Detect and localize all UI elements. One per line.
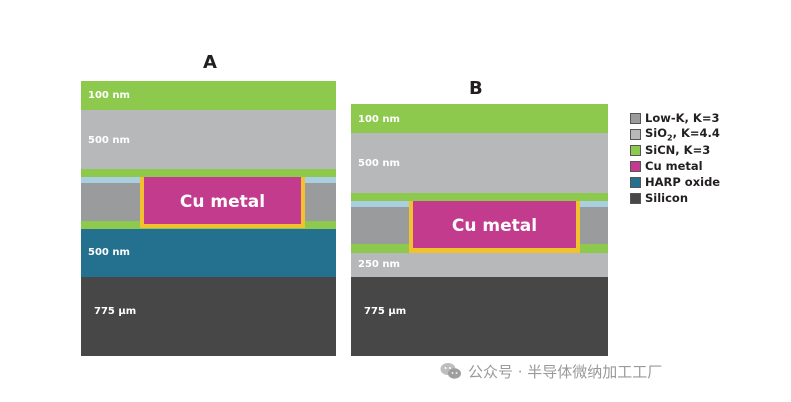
panel-b-stack: Cu metal 100 nm 500 nm 250 nm 775 µm [351, 104, 608, 356]
panel-b-silicon-thickness: 775 µm [364, 306, 407, 317]
panel-a-sio2 [81, 110, 336, 169]
legend-swatch-harp-oxide [630, 176, 641, 188]
legend-label-sicn: SiCN, K=3 [645, 143, 711, 157]
legend-item-sicn: SiCN, K=3 [630, 143, 710, 157]
panel-a-harp-thickness: 500 nm [88, 247, 130, 258]
legend-swatch-sio2 [630, 128, 641, 140]
panel-b-mid-sicn [351, 193, 608, 201]
panel-a-cu-metal [144, 177, 301, 224]
wechat-icon [440, 362, 462, 380]
legend-swatch-sicn [630, 144, 641, 156]
panel-a-silicon-thickness: 775 µm [94, 306, 137, 317]
legend-label-harp-oxide: HARP oxide [645, 175, 721, 189]
panel-b-top-thickness: 100 nm [358, 114, 400, 125]
legend-item-low-k: Low-K, K=3 [630, 111, 719, 125]
panel-b-bottom-sio2 [351, 253, 608, 277]
panel-b-oxide-thickness: 500 nm [358, 158, 400, 169]
panel-a-mid-sicn [81, 169, 336, 177]
panel-a-top-sicn [81, 81, 336, 110]
legend-swatch-cu-metal [630, 160, 641, 172]
legend-item-harp-oxide: HARP oxide [630, 175, 720, 189]
panel-a-stack: Cu metal 100 nm 500 nm 500 nm 775 µm [81, 81, 336, 356]
legend: Low-K, K=3 SiO2, K=4.4 SiCN, K=3 Cu meta… [630, 111, 780, 207]
panel-a-title: A [203, 52, 217, 73]
legend-item-cu-metal: Cu metal [630, 159, 703, 173]
panel-a-silicon [81, 277, 336, 356]
panel-b-bottom-oxide-thickness: 250 nm [358, 259, 400, 270]
legend-label-silicon: Silicon [645, 191, 689, 205]
watermark-text: 公众号 · 半导体微纳加工工厂 [468, 362, 663, 381]
legend-label-sio2: SiO2, K=4.4 [645, 125, 720, 143]
panel-b-sio2 [351, 133, 608, 193]
panel-b-silicon [351, 277, 608, 356]
panel-b-cu-label: Cu metal [451, 216, 538, 236]
legend-swatch-low-k [630, 112, 641, 124]
legend-label-low-k: Low-K, K=3 [645, 111, 720, 125]
watermark: 公众号 · 半导体微纳加工工厂 [440, 360, 662, 382]
panel-b-top-sicn [351, 104, 608, 133]
legend-item-silicon: Silicon [630, 191, 688, 205]
panel-a-top-thickness: 100 nm [88, 90, 130, 101]
panel-a-harp-oxide [81, 229, 336, 277]
legend-label-cu-metal: Cu metal [645, 159, 703, 173]
panel-b-title: B [469, 78, 483, 99]
legend-swatch-silicon [630, 192, 641, 204]
legend-item-sio2: SiO2, K=4.4 [630, 125, 720, 143]
panel-b-cu-metal [413, 201, 576, 248]
panel-a-oxide-thickness: 500 nm [88, 135, 130, 146]
panel-a-cu-label: Cu metal [179, 192, 266, 212]
